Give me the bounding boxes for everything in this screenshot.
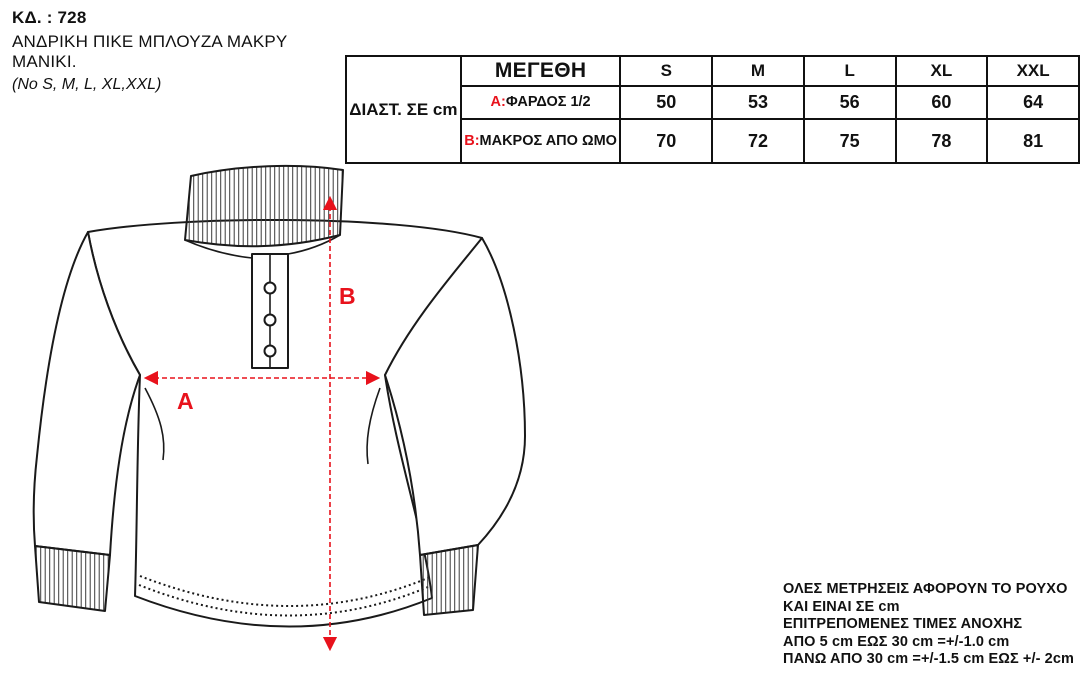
hem-stitch-line-2 (139, 575, 429, 607)
dimension-unit-label: ΔΙΑΣΤ. ΣΕ cm (345, 55, 462, 164)
row-label-length: B:ΜΑΚΡΟΣ ΑΠΟ ΩΜΟ (459, 118, 622, 164)
size-table-title: ΜΕΓΕΘΗ (459, 55, 622, 87)
size-table: ΔΙΑΣΤ. ΣΕ cm ΜΕΓΕΘΗ S M L XL XXL A:ΦΑΡΔΟ… (345, 55, 1080, 164)
button-2 (263, 313, 277, 327)
measure-name-length: ΜΑΚΡΟΣ ΑΠΟ ΩΜΟ (479, 132, 617, 149)
table-row-length: B:ΜΑΚΡΟΣ ΑΠΟ ΩΜΟ 70 72 75 78 81 (346, 118, 1080, 164)
product-title: ΑΝΔΡΙΚΗ ΠΙΚΕ ΜΠΛΟΥΖΑ ΜΑΚΡΥ ΜΑΝΙΚΙ. (12, 32, 288, 71)
measure-name-width: ΦΑΡΔΟΣ 1/2 (505, 94, 591, 111)
collar-fold-left (184, 239, 253, 259)
measure-letter-b: B: (464, 132, 480, 149)
left-cuff (34, 545, 111, 612)
row-label-width: A:ΦΑΡΔΟΣ 1/2 (459, 85, 622, 120)
note-line: ΑΠΟ 5 cm ΕΩΣ 30 cm =+/-1.0 cm (783, 633, 1010, 650)
length-value-xxl: 81 (986, 118, 1080, 164)
width-value-m: 53 (711, 85, 805, 120)
length-value-s: 70 (619, 118, 714, 164)
note-line: ΟΛΕΣ ΜΕΤΡΗΣΕΙΣ ΑΦΟΡΟΥΝ ΤΟ ΡΟΥΧΟ (783, 581, 1068, 597)
size-col-xxl: XXL (986, 55, 1080, 87)
width-value-xl: 60 (894, 85, 989, 120)
note-line: ΠΑΝΩ ΑΠΟ 30 cm =+/-1.5 cm ΕΩΣ +/- 2cm (783, 651, 1074, 668)
polo-shirt-drawing: A B (32, 164, 526, 652)
width-value-xxl: 64 (986, 85, 1080, 120)
width-value-l: 56 (802, 85, 897, 120)
button-3 (263, 344, 277, 358)
sizes-note: (No S, M, L, XL,XXL) (12, 76, 162, 93)
tolerance-notes: ΟΛΕΣ ΜΕΤΡΗΣΕΙΣ ΑΦΟΡΟΥΝ ΤΟ ΡΟΥΧΟ ΚΑΙ ΕΙΝΑ… (783, 581, 1080, 669)
note-line: ΚΑΙ ΕΙΝΑΙ ΣΕ cm (783, 598, 900, 615)
left-underarm-fold (144, 387, 165, 461)
size-col-m: M (711, 55, 805, 87)
length-value-m: 72 (711, 118, 805, 164)
garment-drawing-area: A B (25, 156, 585, 676)
width-value-s: 50 (619, 85, 714, 120)
width-measure-label: A (177, 388, 194, 414)
length-value-xl: 78 (894, 118, 989, 164)
note-line: ΕΠΙΤΡΕΠΟΜΕΝΕΣ ΤΙΜΕΣ ΑΝΟΧΗΣ (783, 616, 1023, 633)
table-row-width: A:ΦΑΡΔΟΣ 1/2 50 53 56 60 64 (346, 85, 1080, 120)
size-col-s: S (619, 55, 714, 87)
right-underarm-fold (366, 387, 381, 465)
right-cuff (419, 544, 479, 616)
button-1 (263, 281, 277, 295)
size-col-xl: XL (894, 55, 989, 87)
measure-letter-a: A: (490, 94, 506, 111)
collar (184, 164, 344, 248)
length-measure-label: B (339, 283, 356, 309)
header-block: ΚΔ. : 728 ΑΝΔΡΙΚΗ ΠΙΚΕ ΜΠΛΟΥΖΑ ΜΑΚΡΥ ΜΑΝ… (12, 8, 352, 94)
size-col-l: L (802, 55, 897, 87)
hem-stitch-line-1 (138, 584, 429, 617)
length-value-l: 75 (802, 118, 897, 164)
product-code: ΚΔ. : 728 (12, 8, 87, 27)
